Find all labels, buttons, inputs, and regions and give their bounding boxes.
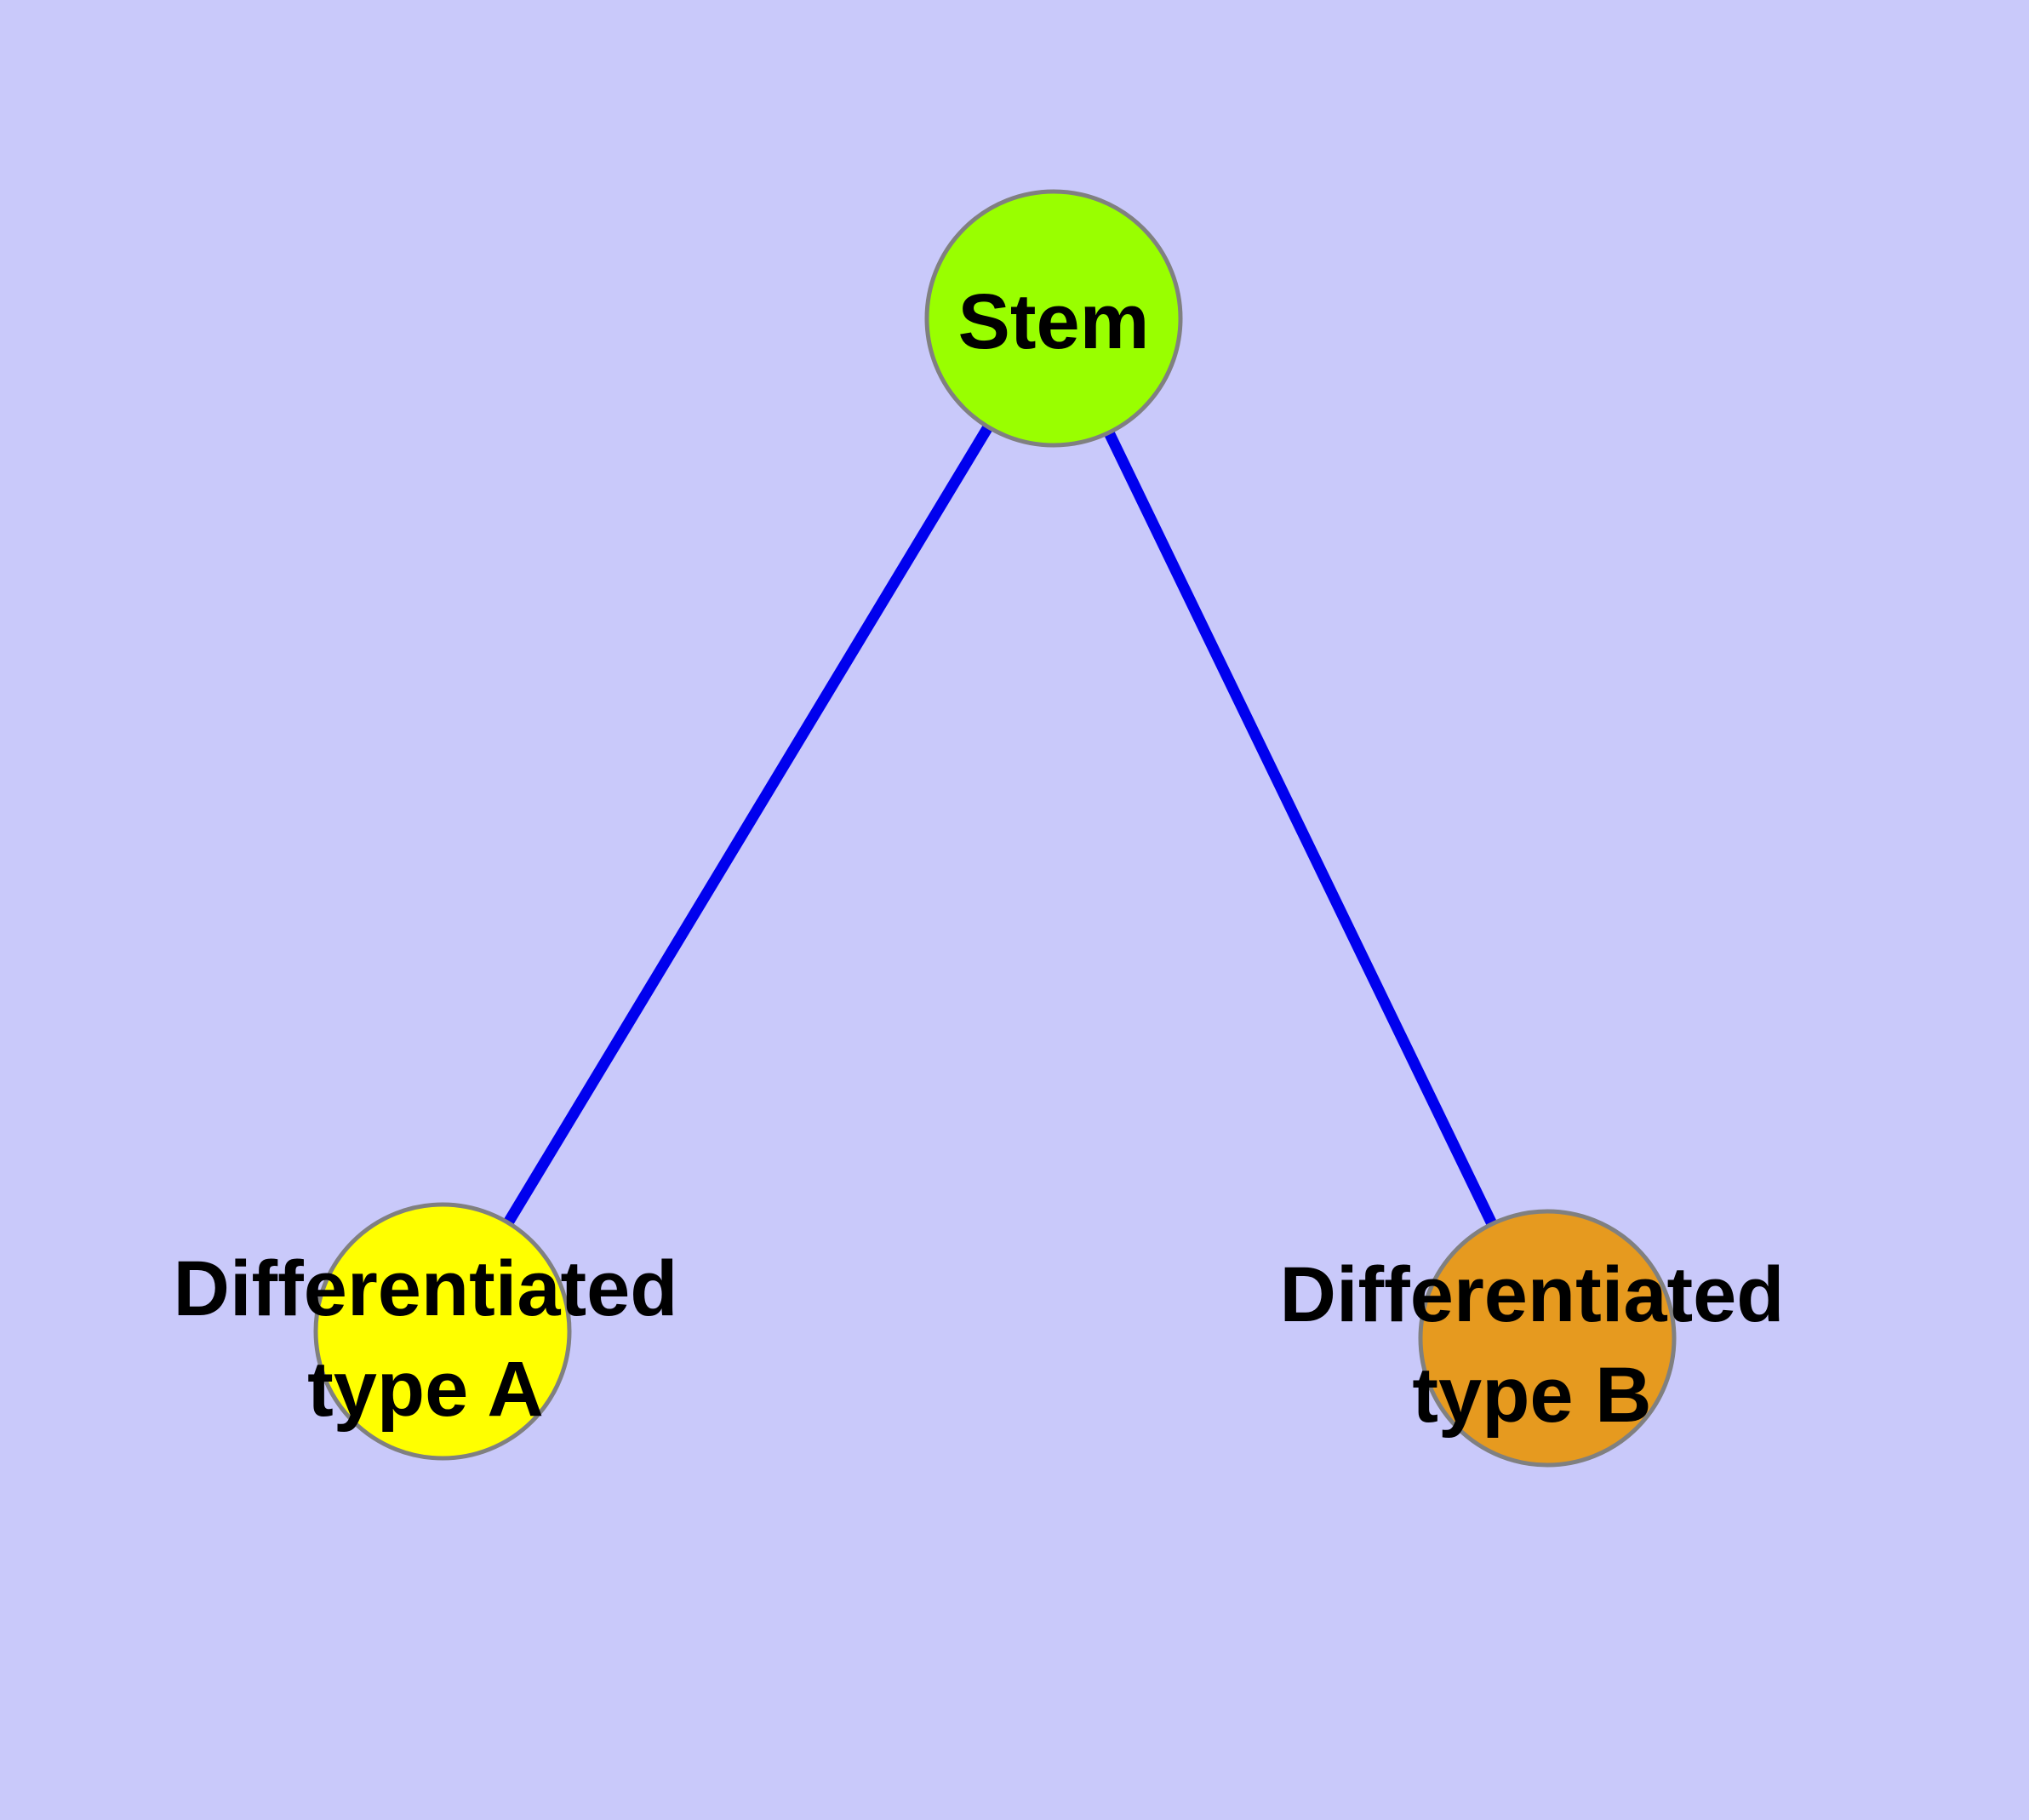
node-stem[interactable] [924, 189, 1183, 448]
edge-stem-to-type-b [1049, 316, 1552, 1341]
edge-stem-to-type-a [437, 315, 1059, 1335]
node-differentiated-type-b[interactable] [1418, 1209, 1677, 1468]
node-differentiated-type-a[interactable] [313, 1202, 572, 1461]
